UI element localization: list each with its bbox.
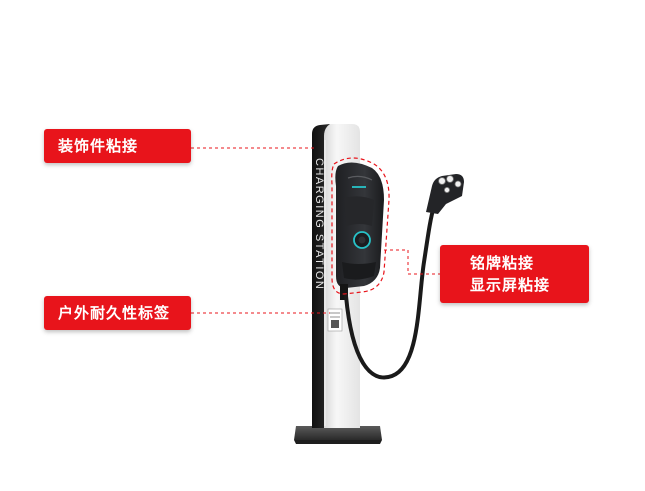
- charger-head: [335, 162, 384, 300]
- nameplate-display-label: 铭牌粘接 显示屏粘接: [440, 245, 589, 303]
- decorative-adhesive-text: 装饰件粘接: [58, 137, 139, 155]
- charging-cable: [344, 204, 436, 380]
- card-reader-icon: [353, 231, 371, 249]
- leader-lines: [191, 147, 440, 314]
- pillar-brand-text: CHARGING STATION: [313, 158, 325, 290]
- connector-plug: [426, 174, 464, 214]
- adhesive-highlight-outline: [331, 157, 390, 295]
- pillar-base: [294, 426, 382, 444]
- outdoor-label-text: 户外耐久性标签: [58, 304, 171, 322]
- decorative-adhesive-label: 装饰件粘接: [44, 129, 191, 163]
- display-adhesive-text: 显示屏粘接: [470, 276, 551, 294]
- outdoor-label-tag: 户外耐久性标签: [44, 296, 191, 330]
- nameplate-adhesive-text: 铭牌粘接: [470, 254, 535, 272]
